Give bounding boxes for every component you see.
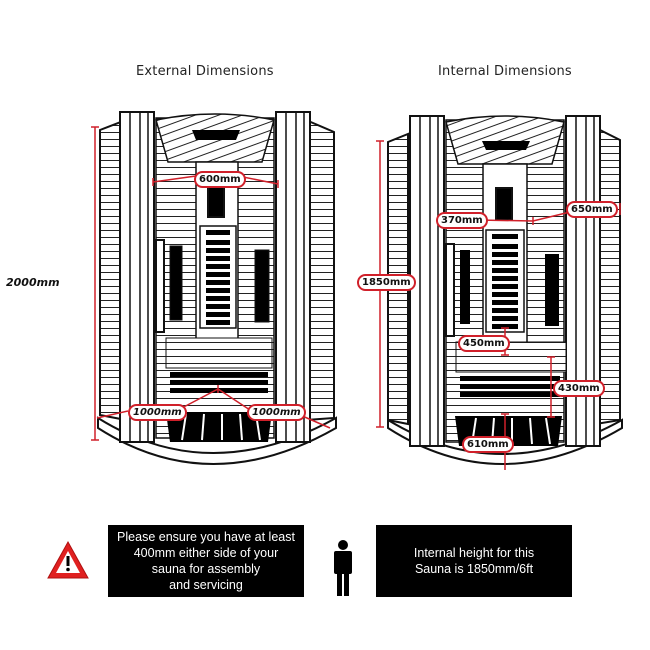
external-height-label: 2000mm	[6, 276, 60, 289]
internal-side-width-label: 650mm	[566, 201, 618, 218]
internal-back-width-label: 370mm	[436, 212, 488, 229]
external-dimensions-title: External Dimensions	[136, 64, 274, 79]
clearance-notice-line: and servicing	[169, 578, 243, 592]
clearance-notice: Please ensure you have at least 400mm ei…	[108, 525, 304, 597]
internal-height-label: 1850mm	[357, 274, 416, 291]
internal-bench-depth-label: 430mm	[553, 380, 605, 397]
person-icon	[334, 540, 352, 596]
external-side-right-label: 1000mm	[247, 404, 306, 421]
internal-floor-depth-label: 610mm	[462, 436, 514, 453]
internal-dimensions-title: Internal Dimensions	[438, 64, 572, 79]
height-notice-line: Sauna is 1850mm/6ft	[414, 562, 534, 576]
height-notice-line: Internal height for this	[413, 546, 535, 560]
external-side-left-label: 1000mm	[128, 404, 187, 421]
internal-sauna-drawing	[376, 115, 623, 470]
internal-height-notice: Internal height for this Sauna is 1850mm…	[376, 525, 572, 597]
external-width-label: 600mm	[194, 171, 246, 188]
warning-triangle-icon	[47, 540, 89, 579]
internal-bench-height-label: 450mm	[458, 335, 510, 352]
clearance-notice-line: 400mm either side of your	[133, 546, 279, 560]
clearance-notice-line: Please ensure you have at least	[117, 530, 295, 544]
clearance-notice-line: sauna for assembly	[151, 562, 261, 576]
